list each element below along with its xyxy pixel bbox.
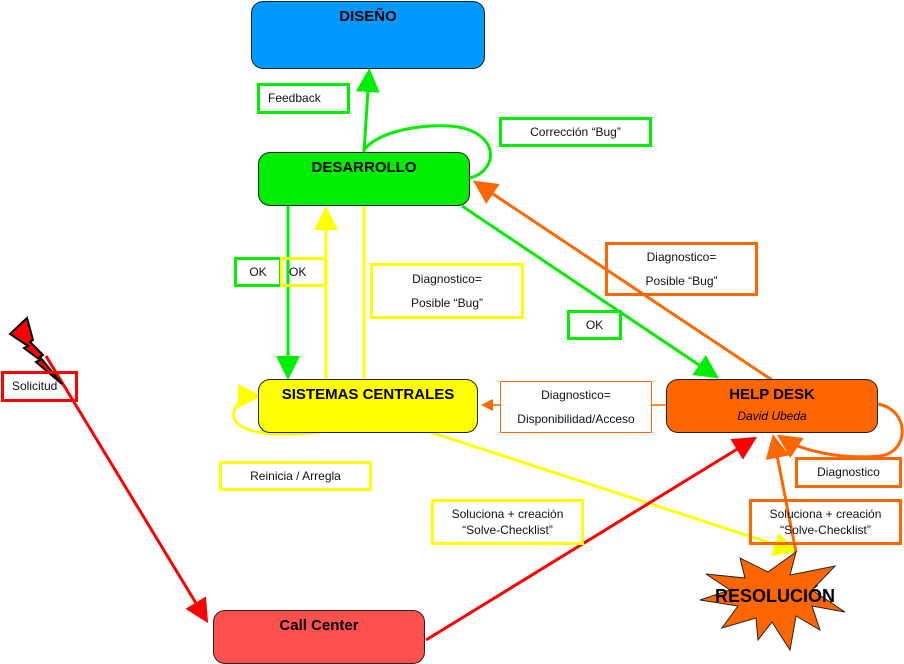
label-diagnostico-text: Diagnostico	[817, 465, 880, 480]
label-solicitud-text: Solicitud	[12, 379, 58, 394]
label-line-2: Posible “Bug”	[645, 274, 718, 288]
label-line-2: Disponibilidad/Acceso	[517, 412, 635, 426]
loop-helpdesk	[777, 402, 904, 459]
label-line-2: “Solve-Checklist”	[462, 523, 553, 537]
label-ok-green: OK	[234, 257, 282, 287]
node-sistemas-title: SISTEMAS CENTRALES	[281, 386, 455, 403]
label-line-1: Soluciona + creación	[769, 506, 882, 521]
label-reinicia-arregla: Reinicia / Arregla	[219, 461, 372, 491]
node-resolucion-title: RESOLUCIÓN	[714, 586, 835, 606]
label-ok-diag-text: OK	[585, 317, 604, 332]
resolucion-starburst-shape	[699, 550, 846, 652]
label-correccion-bug-text: Corrección “Bug”	[530, 124, 621, 139]
label-feedback: Feedback	[257, 83, 350, 114]
label-diag-disponibilidad: Diagnostico= Disponibilidad/Acceso	[500, 381, 652, 433]
label-line-2: “Solve-Checklist”	[780, 523, 871, 537]
label-ok-diag: OK	[567, 310, 622, 340]
arrow-sistemas-to-resolucion	[429, 430, 798, 556]
node-helpdesk-subtitle: David Ubeda	[737, 409, 807, 423]
loop-desarrollo	[362, 124, 492, 180]
label-feedback-text: Feedback	[268, 91, 321, 106]
node-helpdesk-title: HELP DESK	[729, 386, 815, 403]
node-diseno-title: DISEÑO	[339, 8, 397, 25]
node-desarrollo-title: DESARROLLO	[311, 159, 417, 176]
label-solicitud: Solicitud	[1, 371, 78, 402]
arrow-resolucion-to-helpdesk	[765, 434, 798, 553]
label-correccion-bug: Corrección “Bug”	[499, 117, 652, 147]
label-line-1: Diagnostico=	[541, 388, 611, 402]
label-soluciona-yellow: Soluciona + creación “Solve-Checklist”	[431, 499, 584, 545]
loop-sistemas	[232, 384, 321, 436]
label-ok-green-text: OK	[249, 264, 267, 279]
node-callcenter-title: Call Center	[279, 617, 359, 634]
lightning-icon	[8, 316, 63, 385]
label-line-1: Soluciona + creación	[451, 506, 564, 521]
label-reinicia-text: Reinicia / Arregla	[250, 468, 341, 483]
node-call-center[interactable]: Call Center	[213, 610, 425, 664]
arrow-desarrollo-to-helpdesk	[461, 204, 719, 379]
label-ok-yellow: OK	[280, 257, 327, 287]
label-diag-posible-bug-orange: Diagnostico= Posible “Bug”	[605, 242, 758, 296]
node-desarrollo[interactable]: DESARROLLO	[258, 152, 470, 206]
label-line-1: Diagnostico=	[412, 272, 482, 286]
arrow-desarrollo-to-diseno	[355, 68, 380, 153]
label-line-1: Diagnostico=	[646, 250, 717, 264]
arrow-callcenter-to-helpdesk	[425, 436, 758, 642]
label-diagnostico: Diagnostico	[795, 457, 902, 488]
node-diseno[interactable]: DISEÑO	[251, 1, 485, 69]
label-soluciona-orange: Soluciona + creación “Solve-Checklist”	[749, 499, 902, 545]
label-ok-yellow-text: OK	[289, 264, 307, 279]
label-line-2: Posible “Bug”	[410, 296, 484, 310]
label-diag-posible-bug-yellow: Diagnostico= Posible “Bug”	[370, 263, 524, 319]
node-sistemas-centrales[interactable]: SISTEMAS CENTRALES	[258, 379, 478, 433]
node-help-desk[interactable]: HELP DESK David Ubeda	[666, 379, 878, 433]
arrow-helpdesk-to-desarrollo	[473, 180, 773, 382]
